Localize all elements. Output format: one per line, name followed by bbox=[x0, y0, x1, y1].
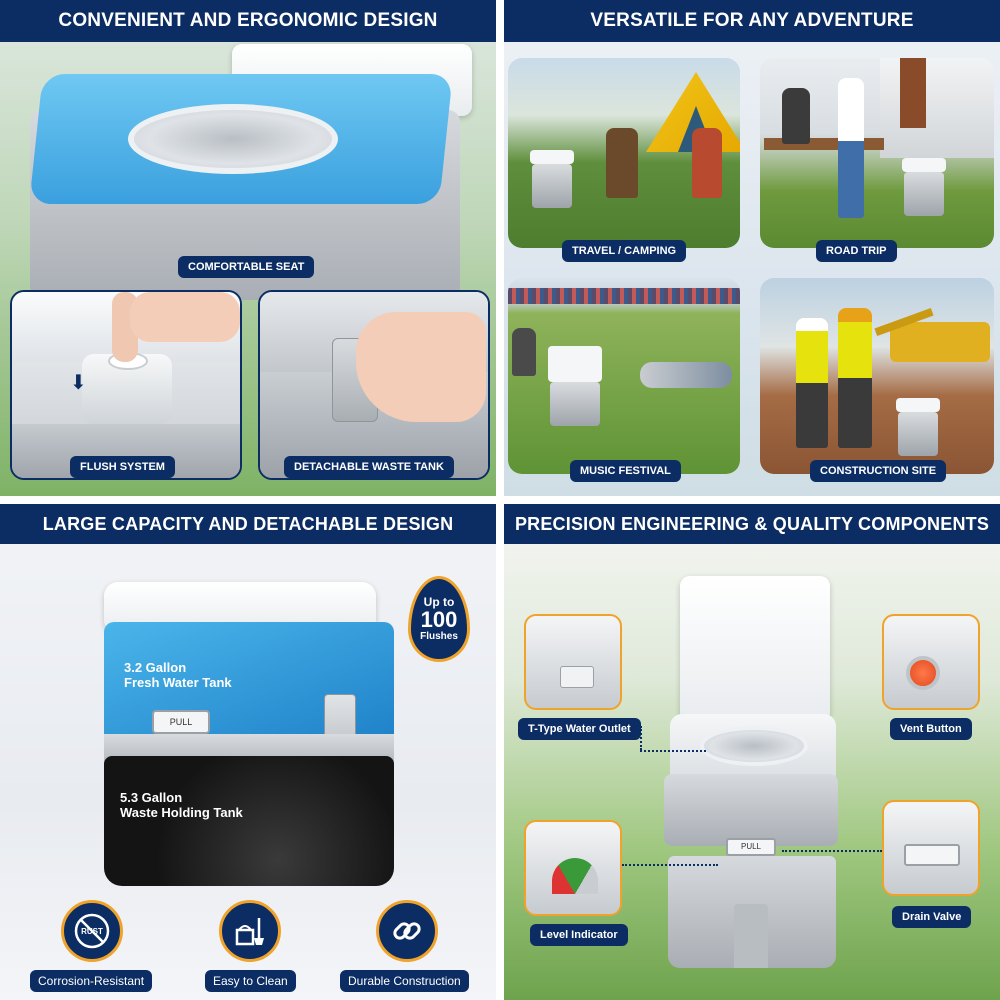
label-music-festival: MUSIC FESTIVAL bbox=[570, 460, 681, 482]
flush-system-photo: ⬇ bbox=[10, 290, 242, 480]
toilet-bowl bbox=[128, 104, 338, 174]
label-flush-system: FLUSH SYSTEM bbox=[70, 456, 175, 478]
label-comfortable-seat: COMFORTABLE SEAT bbox=[178, 256, 315, 278]
fresh-tank-label: 3.2 Gallon Fresh Water Tank bbox=[124, 660, 232, 690]
person bbox=[512, 328, 536, 376]
outlet-nozzle bbox=[560, 666, 594, 688]
base-notch bbox=[734, 904, 768, 968]
worker bbox=[796, 318, 828, 448]
label-detachable-waste-tank: DETACHABLE WASTE TANK bbox=[284, 456, 454, 478]
connector-line bbox=[782, 850, 882, 852]
camper-door bbox=[900, 58, 926, 128]
label-construction-site: CONSTRUCTION SITE bbox=[810, 460, 947, 482]
camper-van bbox=[880, 58, 994, 158]
person bbox=[838, 78, 864, 218]
vent-button bbox=[906, 656, 940, 690]
feature-durable-construction: Durable Construction bbox=[340, 970, 469, 992]
person bbox=[606, 128, 638, 198]
detachable-tank-photo bbox=[258, 290, 490, 480]
label-vent-button: Vent Button bbox=[890, 718, 972, 740]
panel-engineering: PRECISION ENGINEERING & QUALITY COMPONEN… bbox=[504, 504, 1000, 1000]
label-level-indicator: Level Indicator bbox=[530, 924, 628, 946]
connector-line bbox=[640, 750, 706, 752]
person bbox=[692, 128, 722, 198]
waste-tank-label: 5.3 Gallon Waste Holding Tank bbox=[120, 790, 243, 820]
panel-title: CONVENIENT AND ERGONOMIC DESIGN bbox=[0, 0, 496, 42]
badge-line-3: Flushes bbox=[420, 630, 458, 642]
drain-valve-closeup bbox=[882, 800, 980, 896]
cleaning-icon bbox=[219, 900, 281, 962]
panel-title: VERSATILE FOR ANY ADVENTURE bbox=[504, 0, 1000, 42]
chain-link-icon bbox=[376, 900, 438, 962]
drain-handle bbox=[904, 844, 960, 866]
construction-site-photo bbox=[760, 278, 994, 474]
rust-icon-text: RUST bbox=[81, 927, 103, 936]
portable-toilet bbox=[548, 346, 602, 426]
badge-line-2: 100 bbox=[420, 606, 458, 632]
panel-ergonomic-design: CONVENIENT AND ERGONOMIC DESIGN COMFORTA… bbox=[0, 0, 496, 496]
excavator bbox=[890, 322, 990, 362]
hand bbox=[130, 292, 240, 342]
panel-versatile: VERSATILE FOR ANY ADVENTURE TRAVEL / CAM… bbox=[504, 0, 1000, 496]
badge-line-1: Up to bbox=[423, 594, 455, 609]
portable-toilet bbox=[530, 150, 574, 208]
flushes-badge: Up to 100 Flushes bbox=[408, 576, 470, 662]
panel-title: LARGE CAPACITY AND DETACHABLE DESIGN bbox=[0, 504, 496, 544]
panel-capacity: LARGE CAPACITY AND DETACHABLE DESIGN 3.2… bbox=[0, 504, 496, 1000]
level-gauge bbox=[552, 858, 598, 894]
music-festival-photo bbox=[508, 278, 740, 474]
connector-line bbox=[622, 864, 718, 866]
panel-title: PRECISION ENGINEERING & QUALITY COMPONEN… bbox=[504, 504, 1000, 544]
person-lying bbox=[640, 362, 732, 388]
water-outlet-closeup bbox=[524, 614, 622, 710]
crowd bbox=[508, 288, 740, 304]
label-drain-valve: Drain Valve bbox=[892, 906, 972, 928]
label-t-type-water-outlet: T-Type Water Outlet bbox=[518, 718, 641, 740]
portable-toilet bbox=[896, 398, 940, 456]
pull-handle: PULL bbox=[152, 710, 210, 734]
worker bbox=[838, 308, 872, 448]
feature-easy-to-clean: Easy to Clean bbox=[205, 970, 296, 992]
arrow-down-icon: ⬇ bbox=[70, 372, 87, 394]
vent-button-closeup bbox=[882, 614, 980, 710]
portable-toilet bbox=[902, 158, 946, 216]
level-indicator-closeup bbox=[524, 820, 622, 916]
camping-photo bbox=[508, 58, 740, 248]
no-rust-icon: RUST bbox=[61, 900, 123, 962]
upper-tank bbox=[664, 774, 838, 846]
connector-line bbox=[640, 726, 642, 750]
waste-holding-tank bbox=[104, 756, 394, 886]
road-trip-photo bbox=[760, 58, 994, 248]
toilet-bowl bbox=[700, 726, 808, 766]
toilet-lid-open bbox=[680, 576, 830, 722]
label-road-trip: ROAD TRIP bbox=[816, 240, 897, 262]
hand bbox=[356, 312, 486, 422]
feature-corrosion-resistant: Corrosion-Resistant bbox=[30, 970, 153, 992]
pull-handle: PULL bbox=[726, 838, 776, 856]
person bbox=[782, 88, 810, 144]
label-travel-camping: TRAVEL / CAMPING bbox=[562, 240, 687, 262]
